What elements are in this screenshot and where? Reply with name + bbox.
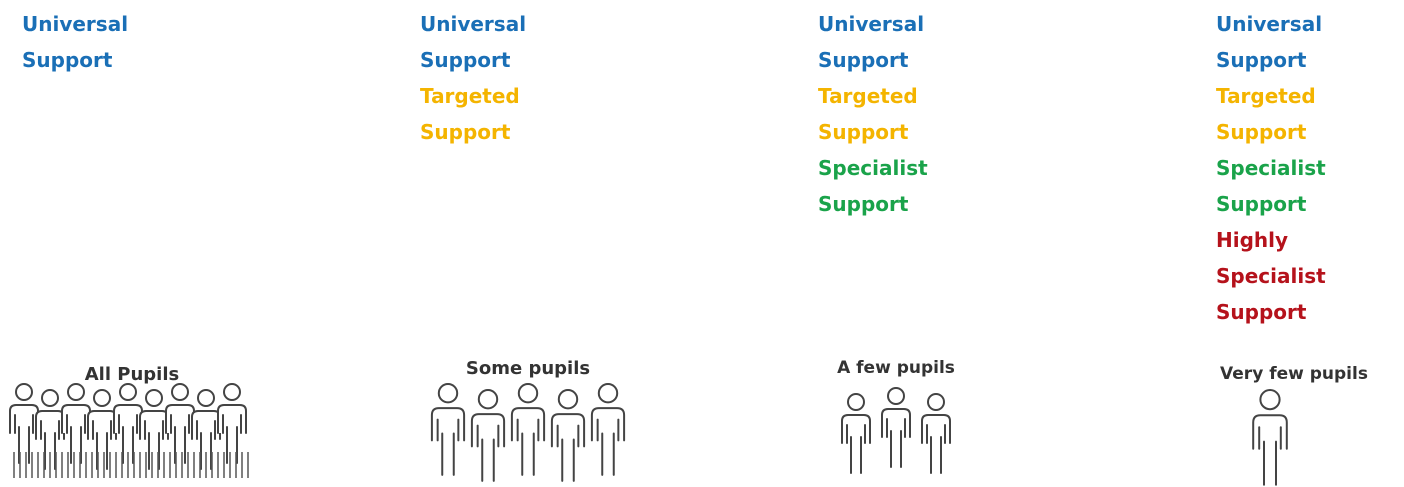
- person-icon: [550, 389, 586, 482]
- universal-support-line1: Universal: [22, 12, 129, 36]
- person-icon: [191, 389, 221, 470]
- person-icon: [590, 383, 626, 476]
- all-pupils-label: All Pupils: [84, 364, 180, 385]
- all-pupils-group: All Pupils: [4, 360, 260, 482]
- very-few-pupils-label: Very few pupils: [1220, 364, 1368, 384]
- person-icon: [841, 393, 871, 474]
- highly-specialist-support-line1: Highly: [1216, 228, 1289, 252]
- universal-support-line1: Universal: [818, 12, 925, 36]
- people-icon: [430, 383, 626, 482]
- person-icon: [217, 383, 247, 464]
- person-icon: [9, 383, 39, 464]
- person-icon: [113, 383, 143, 464]
- person-icon: [87, 389, 117, 470]
- targeted-support-line1: Targeted: [420, 84, 520, 108]
- universal-support-line1: Universal: [1216, 12, 1323, 36]
- specialist-support-line2: Support: [818, 192, 909, 216]
- person-icon: [921, 393, 951, 474]
- highly-specialist-support-line2: Specialist: [1216, 264, 1326, 288]
- person-icon: [430, 383, 466, 476]
- universal-support-line2: Support: [818, 48, 909, 72]
- person-icon: [35, 389, 65, 470]
- targeted-support-line1: Targeted: [818, 84, 918, 108]
- universal-support-line2: Support: [1216, 48, 1307, 72]
- targeted-support-line1: Targeted: [1216, 84, 1316, 108]
- people-icon: [9, 383, 249, 478]
- some-pupils-group: Some pupils: [408, 356, 648, 482]
- very-few-pupils-group: Very few pupils: [1198, 362, 1390, 486]
- a-few-pupils-group: A few pupils: [806, 356, 986, 478]
- targeted-support-line2: Support: [818, 120, 909, 144]
- some-pupils-label: Some pupils: [465, 358, 591, 379]
- person-icon: [510, 383, 546, 476]
- person-icon: [61, 383, 91, 464]
- person-icon: [165, 383, 195, 464]
- specialist-support-line1: Specialist: [1216, 156, 1326, 180]
- targeted-support-line2: Support: [1216, 120, 1307, 144]
- specialist-support-line2: Support: [1216, 192, 1307, 216]
- person-icon: [881, 387, 911, 468]
- column-some-pupils: Universal Support Targeted Support: [420, 6, 526, 150]
- column-a-few-pupils: Universal Support Targeted Support Speci…: [818, 6, 928, 222]
- universal-support-line1: Universal: [420, 12, 527, 36]
- people-icon: [841, 387, 951, 474]
- people-icon: [1252, 388, 1288, 486]
- a-few-pupils-label: A few pupils: [837, 358, 955, 378]
- universal-support-line2: Support: [420, 48, 511, 72]
- specialist-support-line1: Specialist: [818, 156, 928, 180]
- column-very-few-pupils: Universal Support Targeted Support Speci…: [1216, 6, 1326, 330]
- targeted-support-line2: Support: [420, 120, 511, 144]
- person-icon: [139, 389, 169, 470]
- column-all-pupils: Universal Support: [22, 6, 128, 78]
- person-icon: [1252, 388, 1288, 486]
- highly-specialist-support-line3: Support: [1216, 300, 1307, 324]
- universal-support-line2: Support: [22, 48, 113, 72]
- person-icon: [470, 389, 506, 482]
